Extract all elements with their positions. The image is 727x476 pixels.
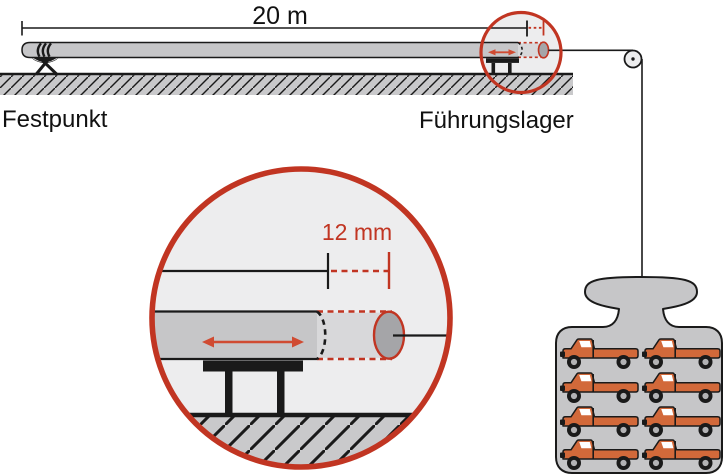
elongation-label: 12 mm xyxy=(322,219,392,245)
beam-length-label: 20 m xyxy=(252,2,308,30)
ground-hatch xyxy=(0,75,573,95)
support-cradle xyxy=(30,57,60,63)
detail-bearing-pad xyxy=(203,360,303,372)
clamp-marks-icon xyxy=(36,42,52,58)
magnifier-ring xyxy=(149,166,453,470)
rod-old-end-dashed xyxy=(517,41,523,59)
rod-body xyxy=(21,41,518,59)
rod xyxy=(21,41,550,59)
detail-rod-body xyxy=(152,311,317,359)
ground xyxy=(0,72,573,95)
bearing-leg-right xyxy=(508,62,512,74)
rod-extension-ghost xyxy=(518,43,539,57)
expansion-arrow-large xyxy=(202,336,304,348)
highlight-circle-ring xyxy=(479,10,563,95)
weight xyxy=(555,276,723,474)
fixed-support xyxy=(30,57,60,76)
detail-old-end-dashed xyxy=(316,310,327,361)
guide-bearing-label: Führungslager xyxy=(419,107,574,134)
pulley-axle-dot xyxy=(631,57,635,61)
detail-bearing-leg-right xyxy=(277,371,285,414)
rod-end-cap xyxy=(537,41,550,59)
magnifier-view: 12 mm xyxy=(149,166,453,470)
expansion-arrow-small xyxy=(488,49,516,56)
overview-view: 20 m Festpunkt Führungslager xyxy=(0,2,643,279)
bearing-pad xyxy=(486,58,519,63)
support-leg-right xyxy=(41,59,59,76)
guide-bearing xyxy=(486,58,519,74)
detail-bearing-leg-left xyxy=(225,371,233,414)
fixed-point-label: Festpunkt xyxy=(2,106,108,133)
pulley-system xyxy=(548,49,643,279)
bearing-leg-left xyxy=(491,62,496,74)
dimension-20m xyxy=(21,20,545,37)
detail-guide-bearing xyxy=(203,360,303,414)
